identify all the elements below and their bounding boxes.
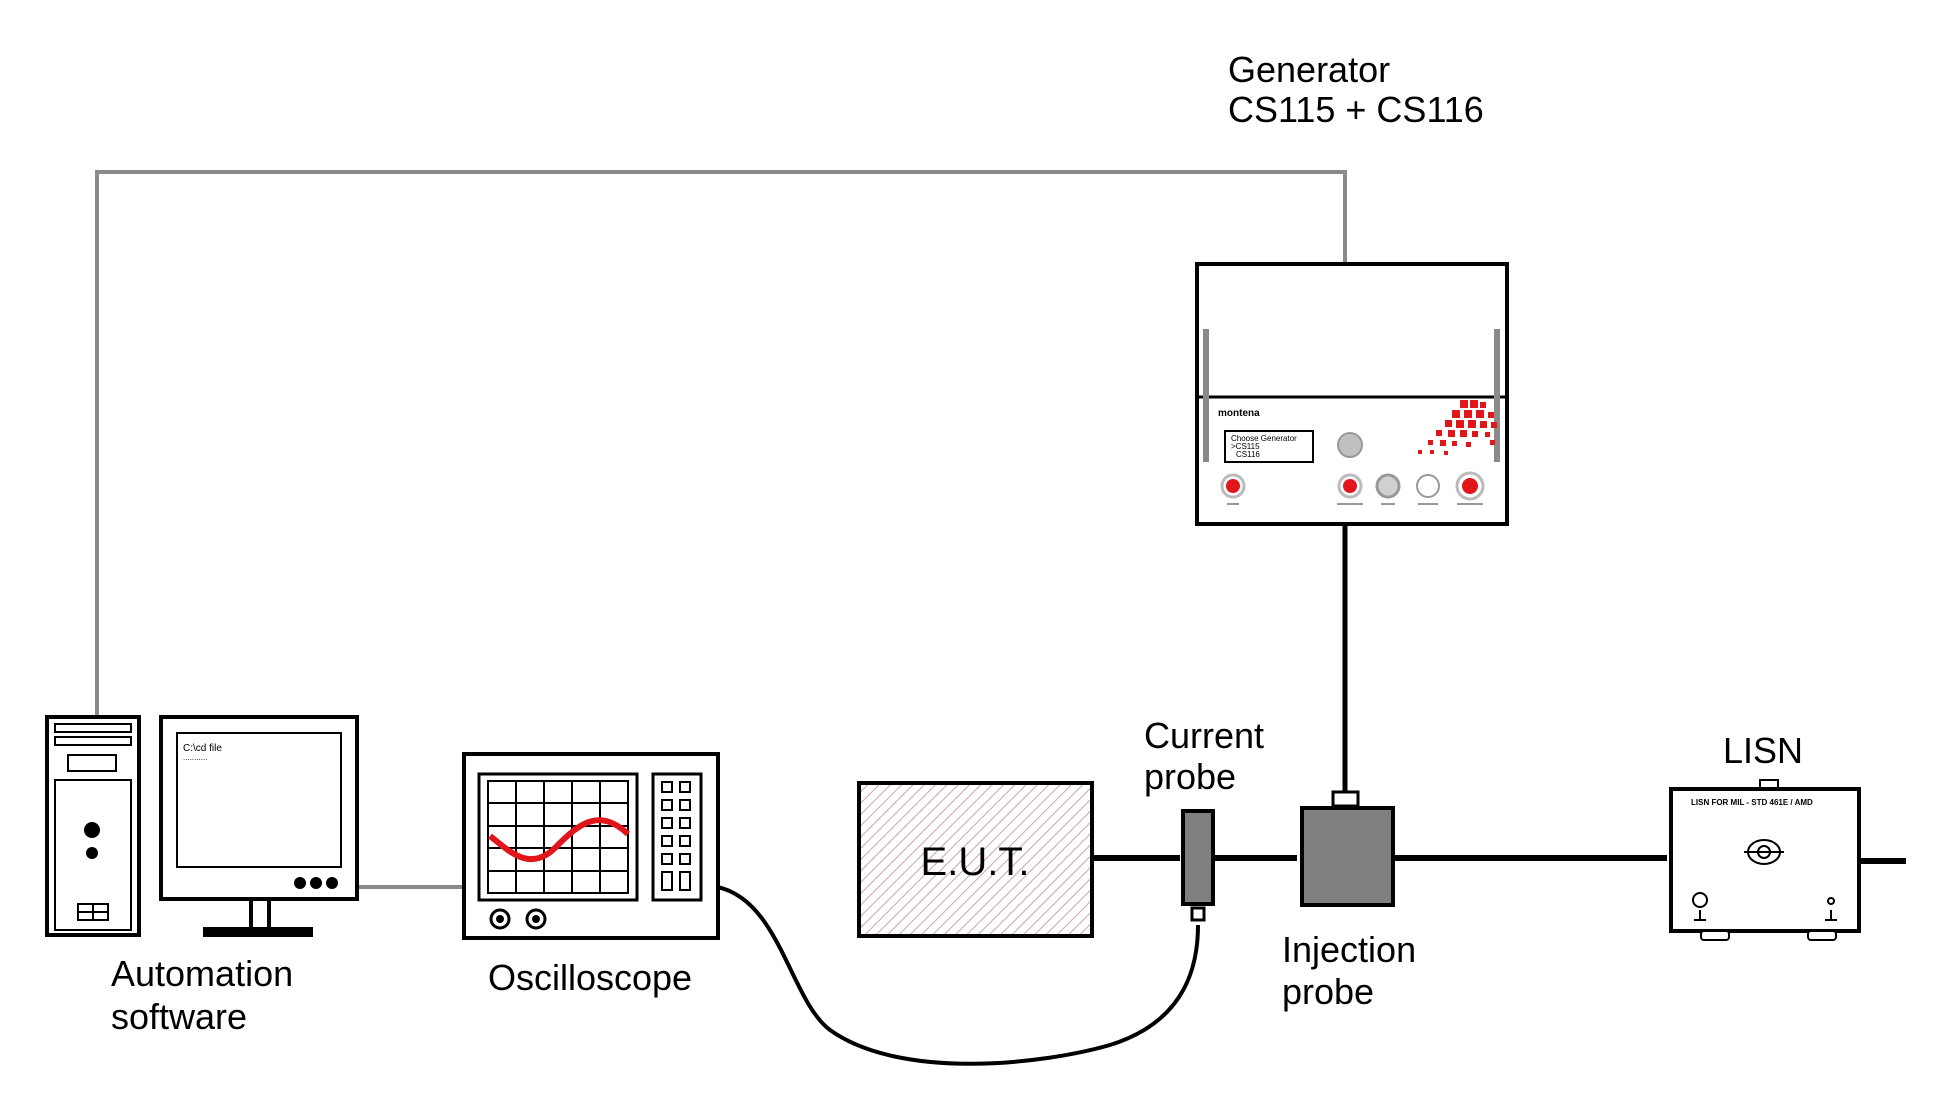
sine-wave-trace [488,817,631,863]
reset-button-icon [86,847,98,859]
oscilloscope-keypad [661,781,691,891]
lisn-right-ground-icon [1825,897,1837,921]
eut-label: E.U.T. [921,840,1030,884]
cables [95,170,1906,1066]
oscilloscope [462,752,720,940]
monitor-screen-line1: C:\cd file [183,743,222,754]
svg-text:CS116: CS116 [1236,450,1260,459]
current-probe [1181,809,1215,922]
generator-display: Choose Generator >CS115 CS116 [1224,430,1314,463]
generator-gray-button-icon [1375,473,1401,499]
generator-red-button-3-icon [1462,478,1478,494]
generator-label-line1: Generator [1228,49,1390,90]
oscilloscope-to-current-probe-cable [716,885,1200,1066]
generator-encoder-knob-icon [1337,432,1363,458]
eut-box: E.U.T. [857,781,1094,938]
monitor-screen-line2: ........... [183,753,207,762]
computer-tower [45,715,141,937]
generator-brand: montena [1218,408,1260,419]
generator-white-button-icon [1416,474,1440,498]
injection-probe-label-line2: probe [1282,971,1374,1012]
power-button-icon [84,822,100,838]
current-probe-label-line2: probe [1144,756,1236,797]
generator-buttons [1220,471,1485,505]
lisn-left-ground-icon [1692,892,1708,921]
oscilloscope-label: Oscilloscope [488,957,692,998]
generator-label-line2: CS115 + CS116 [1228,89,1484,130]
svg-text:Choose Generator: Choose Generator [1231,434,1297,443]
generator-rack: montena Choose Generator >CS115 CS116 [1195,262,1509,526]
generator-red-pattern [1418,400,1497,455]
generator-red-button-1-icon [1226,479,1240,493]
injection-probe [1300,790,1395,907]
svg-text:>CS115: >CS115 [1231,442,1260,451]
generator-red-button-2-icon [1343,479,1357,493]
lisn-plate-text: LISN FOR MIL - STD 461E / AMD [1691,798,1813,807]
lisn-unit: LISN FOR MIL - STD 461E / AMD [1669,779,1861,941]
oscilloscope-grid [487,780,629,894]
lisn-label: LISN [1723,730,1803,771]
lisn-center-connector-icon [1744,839,1784,865]
current-probe-label-line1: Current [1144,715,1264,756]
pc-to-generator-cable [95,170,1347,725]
injection-probe-label-line1: Injection [1282,929,1416,970]
automation-label-line2: software [111,996,247,1037]
monitor: C:\cd file ........... [159,715,359,937]
automation-label-line1: Automation [111,953,293,994]
